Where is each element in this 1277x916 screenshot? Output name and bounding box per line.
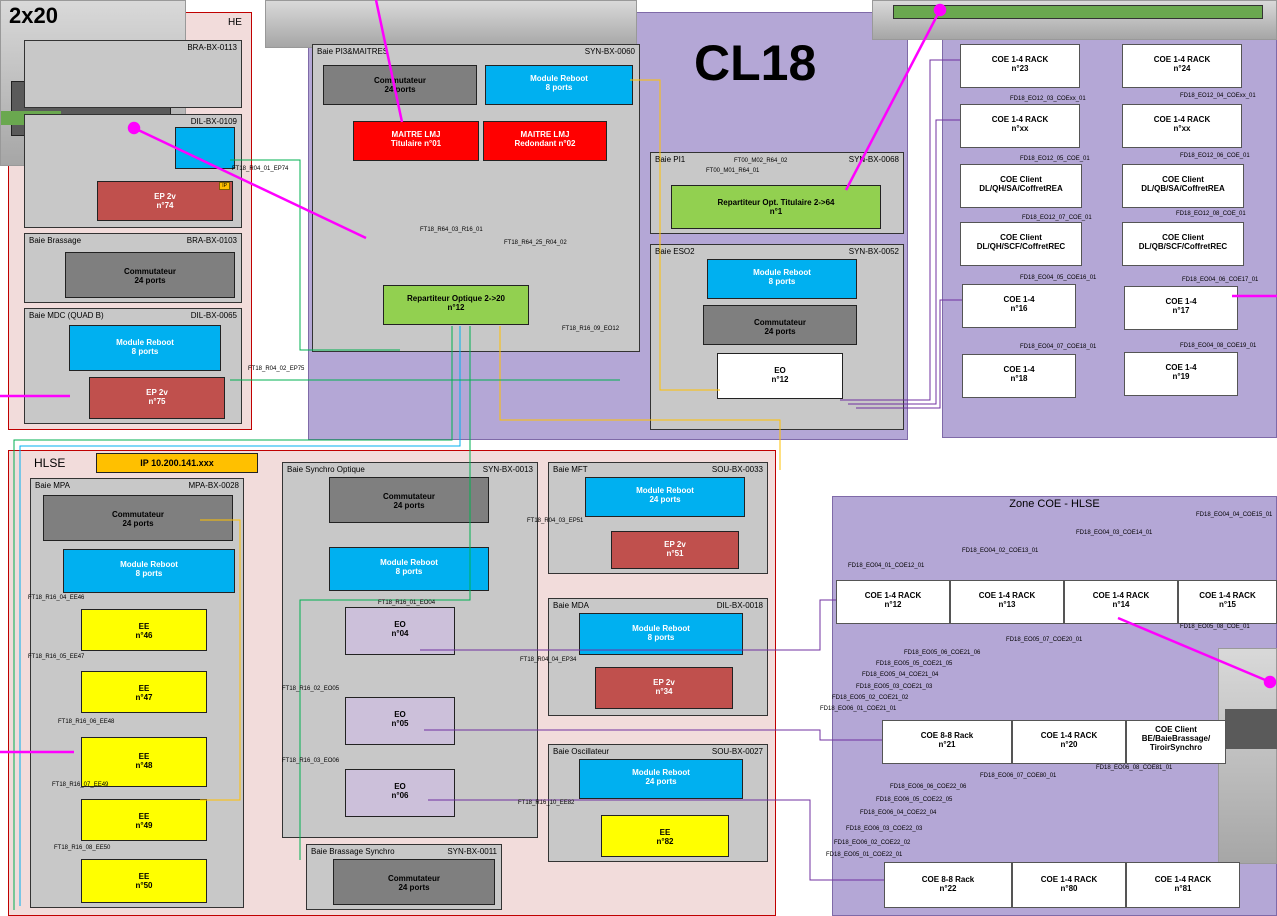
link-label: FD18_EO04_06_COE17_01 (1182, 277, 1258, 283)
link-label: FT18_R16_02_EO05 (282, 686, 339, 692)
link-label: FD18_EO06_07_COE80_01 (980, 773, 1056, 779)
pointer-dot (1265, 677, 1275, 687)
link-label: FT00_M02_R64_02 (734, 158, 787, 164)
link-label: FD18_EO06_06_COE22_06 (890, 784, 966, 790)
link-label: FD18_EO05_02_COE21_02 (832, 695, 908, 701)
link-label: FD18_EO06_01_COE21_01 (820, 706, 896, 712)
wire-orange-1 (500, 326, 780, 470)
link-label: FD18_EO05_08_COE_01 (1180, 624, 1250, 630)
link-label: FT18_R16_04_EE46 (28, 595, 84, 601)
wire-purple-2 (848, 120, 960, 404)
link-label: FD18_EO04_08_COE19_01 (1180, 343, 1256, 349)
link-label: FD18_EO06_04_COE22_04 (860, 810, 936, 816)
wire-purple-5 (424, 730, 882, 740)
link-label: FT18_R64_25_R04_02 (504, 240, 567, 246)
link-label: FT18_R16_08_EE50 (54, 845, 110, 851)
arrow-maitre (376, 0, 402, 122)
link-label: FD18_EO06_03_COE22_03 (846, 826, 922, 832)
wire-purple-3 (856, 300, 962, 408)
arrow-repartiteur-12 (134, 128, 366, 238)
link-label: FT18_R04_01_EP74 (232, 166, 288, 172)
link-label: FD18_EO05_07_COE20_01 (1006, 637, 1082, 643)
link-label: FT18_R16_05_EE47 (28, 654, 84, 660)
wire-orange-3 (200, 520, 240, 800)
link-label: FT18_R04_04_EP34 (520, 657, 576, 663)
link-label: FD18_EO04_07_COE18_01 (1020, 344, 1096, 350)
pointer-dot (935, 5, 945, 15)
link-label: FD18_EO04_05_COE16_01 (1020, 275, 1096, 281)
link-label: FD18_EO12_04_COExx_01 (1180, 93, 1256, 99)
link-label: FD18_EO04_01_COE12_01 (848, 563, 924, 569)
link-label: FT18_R16_07_EE49 (52, 782, 108, 788)
arrow-repartiteur-1 (846, 10, 940, 190)
link-label: FT18_R04_03_EP51 (527, 518, 583, 524)
link-label: FT18_R16_01_EO04 (378, 600, 435, 606)
link-label: FD18_EO04_02_COE13_01 (962, 548, 1038, 554)
link-label: FD18_EO12_06_COE_01 (1180, 153, 1250, 159)
link-label: FD18_EO12_07_COE_01 (1022, 215, 1092, 221)
link-label: FT18_R16_09_EO12 (562, 326, 619, 332)
link-label: FT18_R64_03_R16_01 (420, 227, 483, 233)
link-label: FD18_EO05_04_COE21_04 (862, 672, 938, 678)
link-label: FD18_EO12_03_COExx_01 (1010, 96, 1086, 102)
link-label: FD18_EO05_01_COE22_01 (826, 852, 902, 858)
wire-purple-1 (840, 60, 960, 400)
link-label: FD18_EO12_05_COE_01 (1020, 156, 1090, 162)
wire-green-1 (14, 326, 452, 910)
link-label: FT18_R16_06_EE48 (58, 719, 114, 725)
link-label: FD18_EO05_03_COE21_03 (856, 684, 932, 690)
link-label: FD18_EO04_03_COE14_01 (1076, 530, 1152, 536)
link-label: FT18_R16_03_EO06 (282, 758, 339, 764)
link-label: FD18_EO05_05_COE21_05 (876, 661, 952, 667)
wire-purple-6 (428, 800, 884, 880)
wire-orange-2 (630, 80, 720, 390)
link-label: FD18_EO05_06_COE21_06 (904, 650, 980, 656)
link-label: FD18_EO06_02_COE22_02 (834, 840, 910, 846)
link-label: FT18_R04_02_EP75 (248, 366, 304, 372)
pointer-dot (129, 123, 139, 133)
link-label: FD18_EO06_05_COE22_05 (876, 797, 952, 803)
link-label: FT00_M01_R64_01 (706, 168, 759, 174)
link-label: FD18_EO04_04_COE15_01 (1196, 512, 1272, 518)
wire-purple-4 (420, 600, 836, 650)
link-label: FD18_EO06_08_COE81_01 (1096, 765, 1172, 771)
link-label: FT18_R16_10_EE82 (518, 800, 574, 806)
wire-green-2 (300, 326, 470, 860)
link-label: FD18_EO12_08_COE_01 (1176, 211, 1246, 217)
wire-green-3 (230, 160, 400, 350)
